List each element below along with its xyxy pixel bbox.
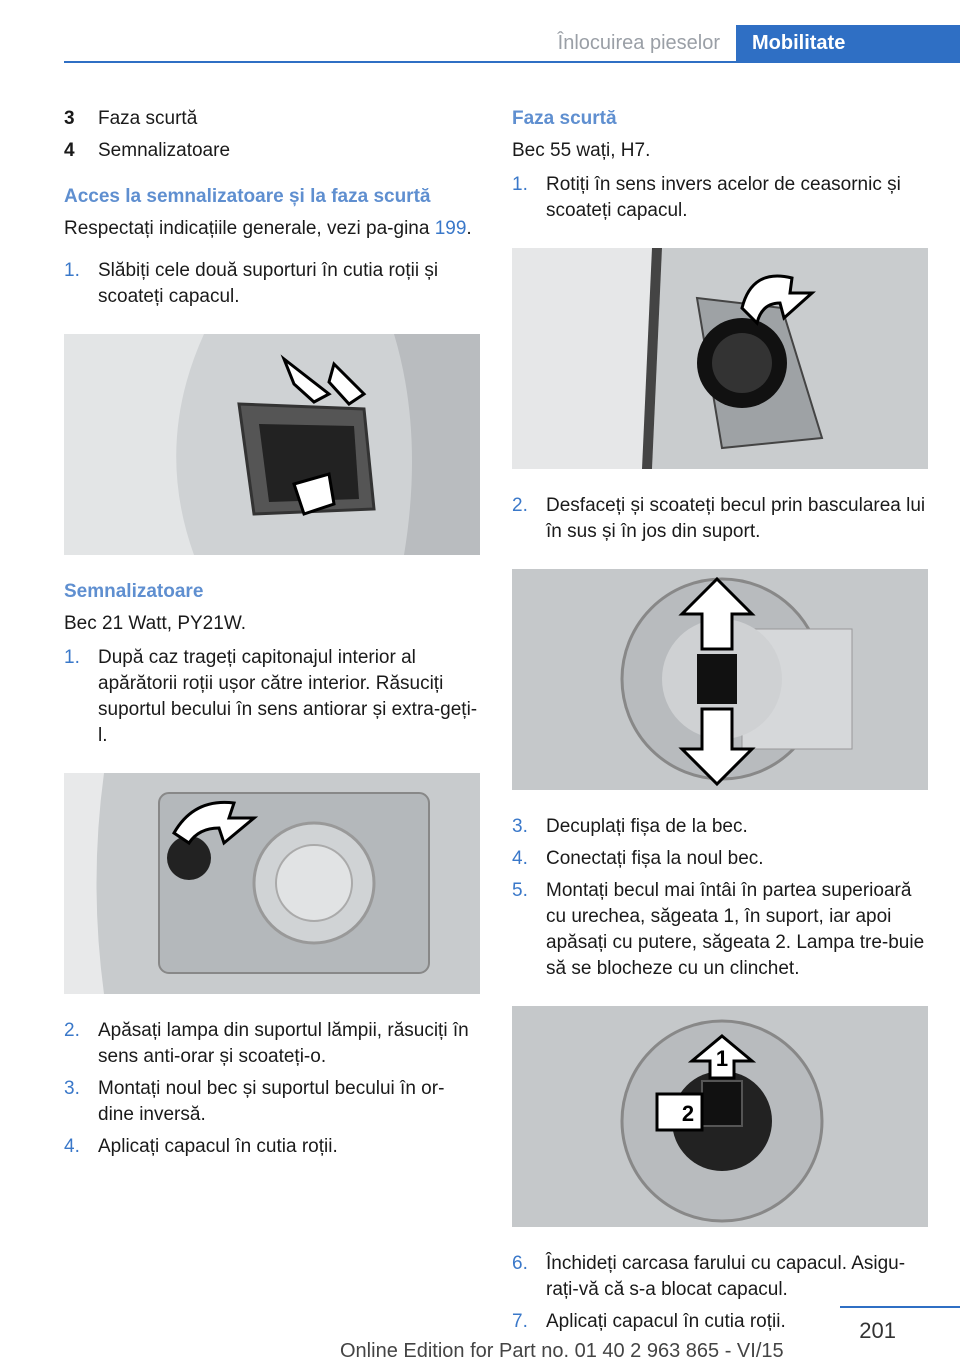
step-item: 5. Montați becul mai întâi în partea sup… bbox=[512, 878, 928, 982]
step-text: Aplicați capacul în cutia roții. bbox=[546, 1311, 786, 1332]
figure-label-2: 2 bbox=[682, 1101, 694, 1126]
step-text: Aplicați capacul în cutia roții. bbox=[98, 1136, 338, 1157]
step-text: Montați becul mai întâi în partea superi… bbox=[546, 880, 925, 979]
page-number: 201 bbox=[859, 1318, 896, 1343]
step-text: După caz trageți capitonajul interior al… bbox=[98, 647, 478, 746]
edition-note: Online Edition for Part no. 01 40 2 963 … bbox=[340, 1340, 784, 1362]
step-number: 7. bbox=[512, 1311, 528, 1332]
list-item: 3 Faza scurtă bbox=[64, 106, 480, 132]
left-column: 3 Faza scurtă 4 Semnalizatoare Acces la … bbox=[64, 106, 480, 1166]
step-text: Închideți carcasa farului cu capacul. As… bbox=[546, 1253, 906, 1300]
header-section-title: Înlocuirea pieselor bbox=[557, 32, 720, 54]
step-number: 2. bbox=[64, 1020, 80, 1041]
step-text: Slăbiți cele două suporturi în cutia roț… bbox=[98, 260, 439, 307]
figure-label-1: 1 bbox=[716, 1046, 728, 1071]
illustration-bulb-install: 1 2 bbox=[512, 1006, 928, 1227]
section-heading: Semnalizatoare bbox=[64, 581, 204, 602]
step-item: 6. Închideți carcasa farului cu capacul.… bbox=[512, 1251, 928, 1303]
step-item: 2. Desfaceți și scoateți becul prin basc… bbox=[512, 493, 928, 545]
text: . bbox=[466, 218, 472, 239]
item-number: 4 bbox=[64, 140, 75, 161]
footer-rule bbox=[840, 1306, 960, 1308]
illustration-turn-signal-socket bbox=[64, 773, 480, 994]
paragraph: Bec 55 wați, H7. bbox=[512, 140, 651, 161]
item-number: 3 bbox=[64, 108, 75, 129]
step-number: 3. bbox=[512, 816, 528, 837]
list-item: 4 Semnalizatoare bbox=[64, 138, 480, 164]
step-number: 4. bbox=[64, 1136, 80, 1157]
step-text: Decuplați fișa de la bec. bbox=[546, 816, 748, 837]
step-item: 1. Slăbiți cele două suporturi în cutia … bbox=[64, 258, 480, 310]
step-text: Conectați fișa la noul bec. bbox=[546, 848, 764, 869]
right-column: Faza scurtă Bec 55 wați, H7. 1. Rotiți î… bbox=[512, 106, 928, 1341]
step-text: Desfaceți și scoateți becul prin bascula… bbox=[546, 495, 926, 542]
section-heading: Acces la semnalizatoare și la faza scurt… bbox=[64, 186, 431, 207]
item-text: Semnalizatoare bbox=[98, 140, 231, 161]
step-text: Apăsați lampa din suportul lămpii, răsuc… bbox=[98, 1020, 469, 1067]
step-item: 3. Decuplați fișa de la bec. bbox=[512, 814, 928, 840]
header-chapter-tab[interactable]: Mobilitate bbox=[736, 25, 960, 61]
section-heading: Faza scurtă bbox=[512, 108, 617, 129]
illustration-headlight-cap bbox=[512, 248, 928, 469]
page-link[interactable]: 199 bbox=[434, 218, 467, 239]
step-number: 6. bbox=[512, 1253, 528, 1274]
item-text: Faza scurtă bbox=[98, 108, 198, 129]
step-item: 2. Apăsați lampa din suportul lămpii, ră… bbox=[64, 1018, 480, 1070]
step-number: 4. bbox=[512, 848, 528, 869]
page-header: Înlocuirea pieselor Mobilitate bbox=[0, 25, 960, 61]
step-item: 7. Aplicați capacul în cutia roții. bbox=[512, 1309, 928, 1335]
step-text: Montați noul bec și suportul becului în … bbox=[98, 1078, 445, 1125]
step-number: 5. bbox=[512, 880, 528, 901]
step-number: 2. bbox=[512, 495, 528, 516]
illustration-wheel-housing-cover bbox=[64, 334, 480, 555]
step-number: 3. bbox=[64, 1078, 80, 1099]
step-text: Rotiți în sens invers acelor de ceasorni… bbox=[546, 174, 901, 221]
step-item: 1. După caz trageți capitonajul interior… bbox=[64, 645, 480, 749]
text: Respectați indicațiile generale, vezi pa… bbox=[64, 218, 435, 239]
paragraph: Respectați indicațiile generale, vezi pa… bbox=[64, 216, 480, 242]
step-number: 1. bbox=[64, 647, 80, 668]
step-number: 1. bbox=[512, 174, 528, 195]
step-item: 3. Montați noul bec și suportul becului … bbox=[64, 1076, 480, 1128]
step-item: 4. Aplicați capacul în cutia roții. bbox=[64, 1134, 480, 1160]
step-item: 1. Rotiți în sens invers acelor de ceaso… bbox=[512, 172, 928, 224]
illustration-bulb-removal bbox=[512, 569, 928, 790]
step-item: 4. Conectați fișa la noul bec. bbox=[512, 846, 928, 872]
header-rule bbox=[64, 61, 960, 63]
paragraph: Bec 21 Watt, PY21W. bbox=[64, 613, 246, 634]
step-number: 1. bbox=[64, 260, 80, 281]
